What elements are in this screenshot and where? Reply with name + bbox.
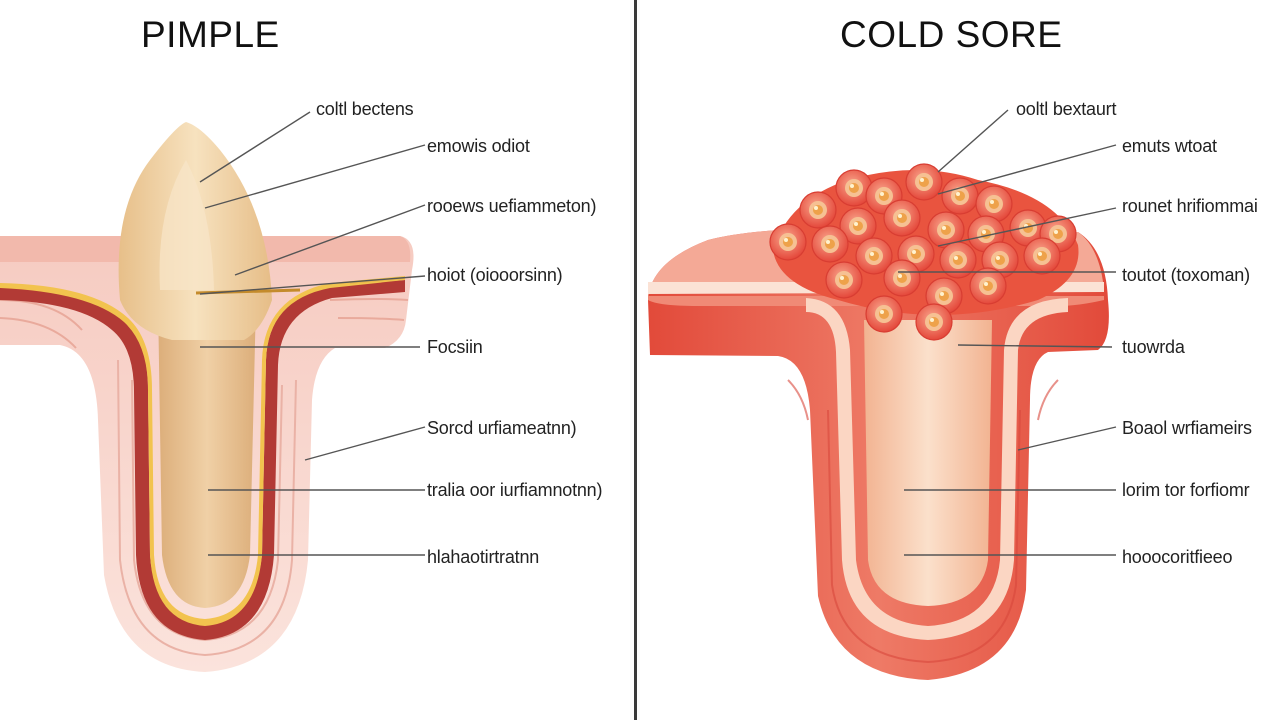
panel-divider [634, 0, 637, 720]
cold-sore-panel: COLD SORE [638, 0, 1280, 720]
cold-sore-core [864, 320, 992, 606]
cold-sore-tissue-contours [787, 379, 1059, 664]
cold-sore-label-5: tuowrda [1122, 337, 1185, 357]
cold-sore-label-8: hooocoritfieeo [1122, 547, 1233, 567]
pimple-follicle-core [158, 300, 256, 608]
cold-sore-label-2: emuts wtoat [1122, 136, 1217, 156]
pimple-leader-lines [199, 111, 426, 556]
cold-sore-illustration [648, 109, 1117, 680]
pimple-label-5: Focsiin [427, 337, 483, 357]
pimple-label-1: coltl bectens [316, 99, 414, 119]
pimple-label-3: rooews uefiammeton) [427, 196, 597, 216]
pimple-panel: PIMPLE [0, 0, 635, 720]
pimple-label-7: tralia oor iurfiamnotnn) [427, 480, 603, 500]
cold-sore-label-7: lorim tor forfiomr [1122, 480, 1250, 500]
pimple-head-highlight [159, 160, 214, 290]
cold-sore-leader-lines [898, 109, 1117, 556]
cold-sore-label-4: toutot (toxoman) [1122, 265, 1250, 285]
cold-sore-label-3: rounet hrifiommai [1122, 196, 1258, 216]
pimple-illustration [0, 111, 426, 672]
pimple-skin-layers [0, 298, 409, 349]
cold-sore-label-1: ooltl bextaurt [1016, 99, 1117, 119]
pimple-label-2: emowis odiot [427, 136, 530, 156]
pimple-label-6: Sorcd urfiameatnn) [427, 418, 577, 438]
pimple-label-8: hlahaotirtratnn [427, 547, 540, 567]
cold-sore-label-6: Boaol wrfiameirs [1122, 418, 1252, 438]
cold-sore-title: COLD SORE [840, 14, 1063, 55]
pimple-label-4: hoiot (oiooorsinn) [427, 265, 563, 285]
pimple-title: PIMPLE [141, 14, 280, 55]
